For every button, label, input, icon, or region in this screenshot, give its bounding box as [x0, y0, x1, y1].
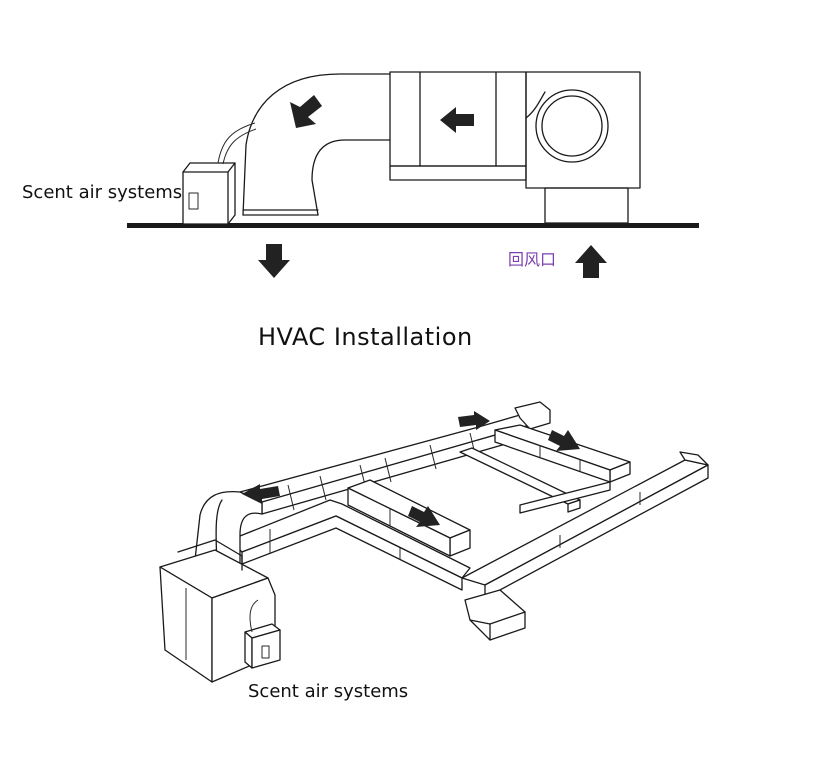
bottom-device-label: Scent air systems	[248, 681, 408, 702]
diagram-title: HVAC Installation	[258, 323, 473, 351]
bottom-section-diagram: Scent air systems	[159, 401, 709, 702]
flow-arrow-4-icon	[408, 506, 440, 527]
scent-device-top	[182, 162, 236, 225]
top-device-label: Scent air systems	[22, 182, 182, 203]
flow-arrow-2-icon	[458, 411, 490, 430]
scent-tube	[217, 122, 256, 164]
elbow-duct	[242, 73, 391, 216]
return-arrow-up-icon	[575, 245, 607, 278]
top-section-diagram: Scent air systems 回风口	[22, 71, 699, 278]
far-right-duct	[461, 451, 709, 599]
inner-cross-ducts	[459, 447, 611, 514]
scent-device-bottom	[244, 599, 281, 669]
fan-unit	[525, 71, 641, 224]
return-air-label: 回风口	[508, 250, 556, 269]
ceiling-slab	[127, 223, 699, 228]
flow-arrow-1-icon	[242, 484, 280, 504]
middle-branch-duct	[347, 479, 471, 557]
supply-arrow-elbow-icon	[290, 95, 322, 128]
flow-arrow-3-icon	[548, 430, 580, 451]
supply-arrow-left-icon	[440, 107, 474, 133]
supply-arrow-down-icon	[258, 244, 290, 278]
